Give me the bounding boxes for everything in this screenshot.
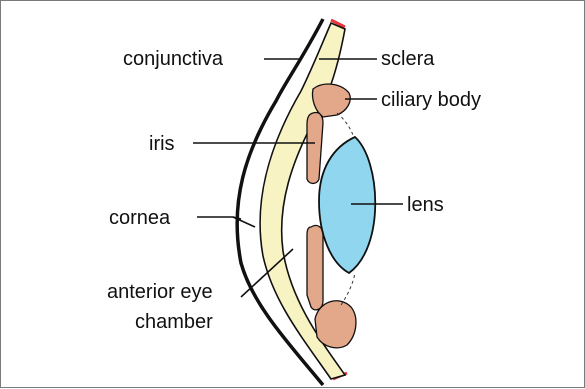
label-conjunctiva: conjunctiva [123, 48, 224, 70]
label-ciliary-body: ciliary body [381, 89, 481, 111]
label-anterior-eye-chamber-line2: chamber [135, 311, 213, 333]
ciliary-body-top [312, 84, 350, 117]
iris-bottom [307, 225, 323, 309]
label-cornea: cornea [109, 207, 171, 229]
label-lens: lens [407, 194, 444, 216]
zonule-fibers-top [337, 113, 355, 141]
zonule-fibers-bottom [341, 273, 355, 305]
label-iris: iris [149, 133, 175, 155]
cornea-leader-inner2 [233, 217, 241, 219]
lens-shape [319, 137, 375, 273]
label-sclera: sclera [381, 48, 435, 70]
iris-top [307, 112, 323, 183]
label-anterior-eye-chamber-line1: anterior eye [107, 281, 213, 303]
